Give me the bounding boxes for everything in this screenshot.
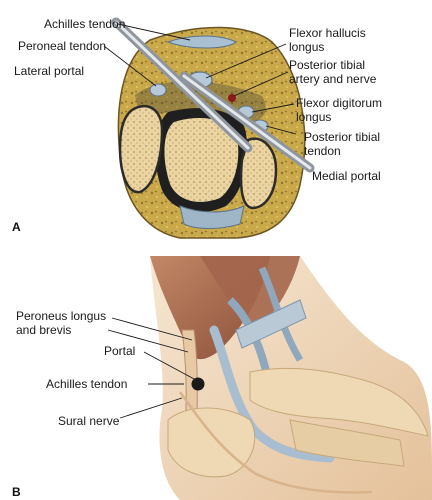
panel-b-lateral-view bbox=[107, 256, 432, 500]
tarsal-bones bbox=[249, 367, 429, 437]
label-sural-nerve: Sural nerve bbox=[58, 414, 120, 428]
portal-dot bbox=[191, 377, 205, 391]
label-peroneus-longus-brevis-line1: Peroneus longus bbox=[16, 309, 107, 323]
lateral-portal-instrument-highlight bbox=[114, 20, 250, 150]
label-peroneus-longus-brevis-line2: and brevis bbox=[16, 323, 72, 337]
fibula-bone bbox=[118, 104, 164, 194]
panel-b-leader-lines bbox=[107, 317, 197, 419]
panel-a-leader-lines bbox=[103, 23, 297, 135]
medial-malleolus-bone bbox=[239, 137, 278, 210]
retinaculum bbox=[235, 299, 307, 349]
label-achilles-tendon-a: Achilles tendon bbox=[44, 17, 126, 31]
label-posterior-tibial-tendon-line1: Posterior tibial bbox=[304, 130, 381, 144]
label-flexor-hallucis-longus-line1: Flexor hallucis bbox=[289, 26, 366, 40]
label-posterior-tibial-artery-line1: Posterior tibial bbox=[289, 58, 366, 72]
medial-portal-instrument-highlight bbox=[182, 74, 312, 170]
label-flexor-digitorum-longus-line2: longus bbox=[296, 110, 332, 124]
label-lateral-portal: Lateral portal bbox=[14, 64, 85, 78]
panel-a-letter: A bbox=[12, 220, 21, 234]
label-flexor-digitorum-longus-line1: Flexor digitorum bbox=[296, 96, 383, 110]
panel-b-letter: B bbox=[12, 485, 21, 499]
midfoot-bones bbox=[289, 419, 405, 467]
label-flexor-hallucis-longus-line2: longus bbox=[289, 40, 325, 54]
talus-cancellous bbox=[164, 118, 239, 202]
label-posterior-tibial-tendon-line2: tendon bbox=[304, 144, 341, 158]
peroneus-muscles bbox=[200, 256, 300, 336]
ligament-band bbox=[179, 205, 245, 229]
label-portal: Portal bbox=[104, 344, 136, 358]
sural-nerve bbox=[178, 391, 373, 494]
label-achilles-tendon-b: Achilles tendon bbox=[46, 377, 128, 391]
peroneal-tendon-shape bbox=[149, 83, 167, 97]
calcaneus-bone bbox=[167, 407, 256, 478]
panel-a-cross-section bbox=[103, 17, 315, 239]
label-medial-portal: Medial portal bbox=[312, 169, 381, 183]
label-peroneal-tendon: Peroneal tendon bbox=[18, 39, 107, 53]
label-posterior-tibial-artery-line2: artery and nerve bbox=[289, 72, 377, 86]
